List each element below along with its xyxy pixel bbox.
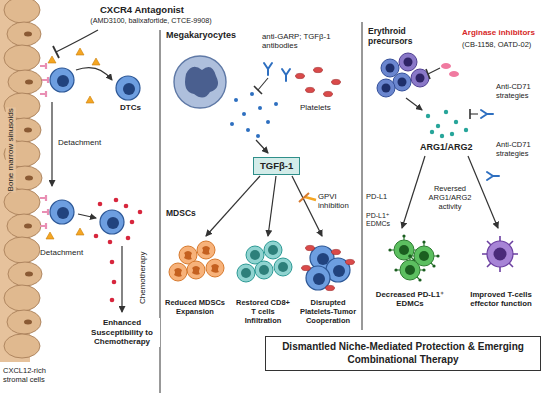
drug-label: anti-GARP; TGFβ-1 antibodies (262, 32, 346, 51)
outcome-label: Improved T-cells effector function (460, 290, 542, 309)
node-text: Dismantled Niche-Mediated Protection & E… (272, 341, 534, 366)
cell-label: Megakaryocytes (166, 30, 236, 41)
summary-box: Dismantled Niche-Mediated Protection & E… (265, 336, 541, 371)
outcome-label: Reduced MDSCs Expansion (165, 298, 225, 316)
process-label: Detachment (58, 138, 101, 148)
cell-label: DTCs (120, 103, 141, 113)
drug-list: (CB-1158, OATD-02) (462, 40, 548, 49)
process-label: Reversed ARG1/ARG2 activity (423, 184, 477, 211)
cell-label: PD-L1⁺ EDMCs (366, 212, 394, 229)
outcome-label: Restored CD8+ T cells Infiltration (233, 298, 293, 325)
outcome-label: Disrupted Platelets-Tumor Cooperation (297, 298, 359, 325)
drug-label: Anti-CD71 strategies (496, 82, 548, 100)
tissue-label: CXCL12-rich stromal cells (3, 366, 67, 384)
outcome-label: Decreased PD-L1⁺ EDMCs (372, 290, 448, 309)
outcome-label: Enhanced Susceptibility to Chemotherapy (84, 318, 160, 347)
node-text: TGFβ-1 (260, 160, 293, 172)
marker-label: PD-L1 (366, 192, 387, 201)
drug-title: CXCR4 Antagonist (80, 4, 204, 15)
drug-label: GPVI inhibition (318, 192, 360, 211)
tissue-label: Bone marrow sinusoids (6, 107, 16, 192)
enzyme-label: ARG1/ARG2 (420, 142, 473, 153)
treatment-label: Chemotherapy (138, 251, 148, 305)
process-label: Detachment (40, 248, 83, 258)
signal-box: TGFβ-1 (253, 157, 300, 175)
drug-label: Anti-CD71 strategies (496, 140, 548, 158)
cell-label: Platelets (300, 103, 331, 113)
cell-label: MDSCs (166, 208, 196, 218)
drug-label: Arginase inhibitors (462, 28, 548, 38)
cell-label: Erythroid precursors (368, 26, 434, 46)
drug-list: (AMD3100, balixafortide, CTCE-9908) (76, 17, 226, 26)
